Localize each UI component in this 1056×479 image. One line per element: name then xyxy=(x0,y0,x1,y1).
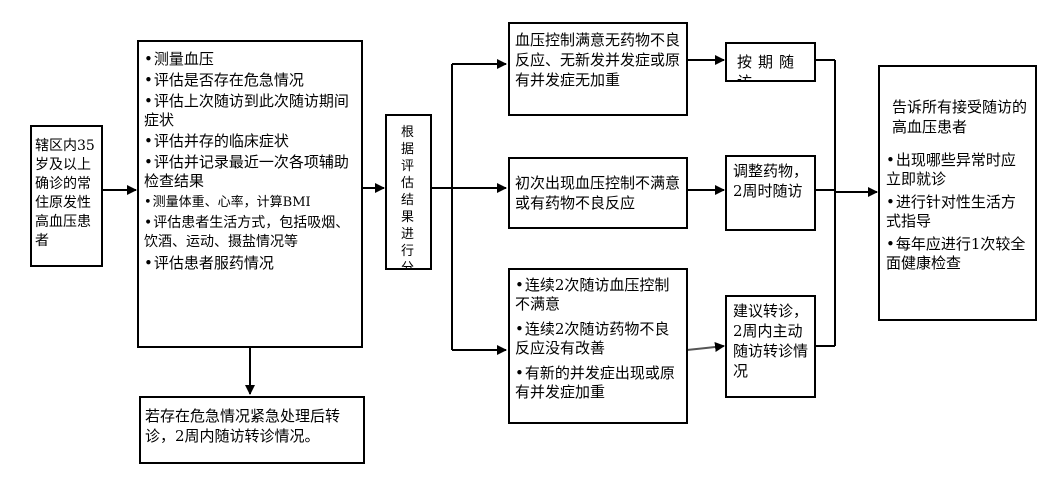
followup-text: 按期随访 xyxy=(737,53,801,82)
emergency-box: 若存在危急情况紧急处理后转诊，2周内随访转诊情况。 xyxy=(139,396,365,464)
controlled-box: 血压控制满意无药物不良反应、无新发并发症或原有并发症无加重 xyxy=(508,22,688,116)
target-population-box: 辖区内35岁及以上确诊的常住原发性高血压患者 xyxy=(30,125,103,267)
followup-box: 按期随访 xyxy=(725,42,816,82)
adjust-medication-text: 调整药物，2周时随访 xyxy=(733,162,809,200)
classify-text: 根据评估结果进行分类干预 xyxy=(401,125,415,270)
referral-box: 建议转诊，2周内主动随访转诊情况 xyxy=(725,295,816,398)
assessment-item: 评估患者服药情况 xyxy=(144,254,358,273)
assessment-item: 评估患者生活方式，包括吸烟、饮酒、运动、摄盐情况等 xyxy=(144,214,358,252)
referral-text: 建议转诊，2周内主动随访转诊情况 xyxy=(733,302,809,380)
target-population-text: 辖区内35岁及以上确诊的常住原发性高血压患者 xyxy=(35,138,95,249)
arrow-bot-to-referral xyxy=(686,342,725,352)
uncontrolled-item: 连续2次随访血压控制不满意 xyxy=(515,276,683,314)
inform-title: 告诉所有接受随访的高血压患者 xyxy=(892,98,1028,136)
uncontrolled-item: 有新的并发症出现或原有并发症加重 xyxy=(515,364,683,402)
assessment-item: 评估是否存在危急情况 xyxy=(144,71,358,90)
uncontrolled-item: 连续2次随访药物不良反应没有改善 xyxy=(515,320,683,358)
inform-item: 出现哪些异常时应立即就诊 xyxy=(886,151,1030,189)
classify-box: 根据评估结果进行分类干预 xyxy=(385,114,432,270)
adjust-medication-box: 调整药物，2周时随访 xyxy=(725,155,816,231)
assessment-item: 评估并记录最近一次各项辅助检查结果 xyxy=(144,153,358,191)
inform-patients-box: 告诉所有接受随访的高血压患者 出现哪些异常时应立即就诊 进行针对性生活方式指导 … xyxy=(878,65,1037,321)
inform-item: 进行针对性生活方式指导 xyxy=(886,193,1030,231)
assessment-item: 测量血压 xyxy=(144,50,358,69)
assessment-item: 测量体重、心率，计算BMI xyxy=(144,193,358,212)
assessment-item: 评估上次随访到此次随访期间症状 xyxy=(144,92,358,130)
assessment-box: 测量血压 评估是否存在危急情况 评估上次随访到此次随访期间症状 评估并存的临床症… xyxy=(137,40,363,348)
uncontrolled-first-box: 初次出现血压控制不满意或有药物不良反应 xyxy=(508,157,688,229)
emergency-text: 若存在危急情况紧急处理后转诊，2周内随访转诊情况。 xyxy=(145,407,341,445)
controlled-text: 血压控制满意无药物不良反应、无新发并发症或原有并发症无加重 xyxy=(515,31,681,89)
assessment-item: 评估并存的临床症状 xyxy=(144,132,358,151)
uncontrolled-repeat-box: 连续2次随访血压控制不满意 连续2次随访药物不良反应没有改善 有新的并发症出现或… xyxy=(508,268,688,424)
inform-item: 每年应进行1次较全面健康检查 xyxy=(886,235,1030,273)
uncontrolled-first-text: 初次出现血压控制不满意或有药物不良反应 xyxy=(515,174,681,212)
